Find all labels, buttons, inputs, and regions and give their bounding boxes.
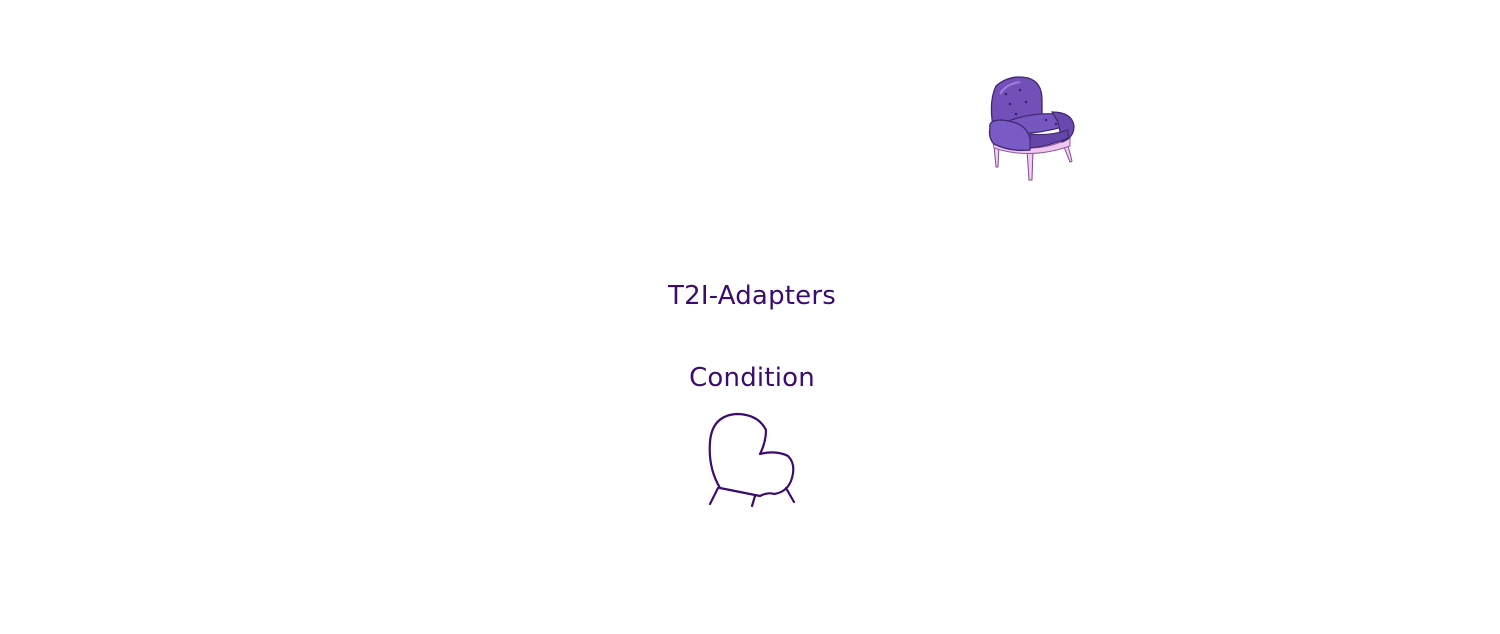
armchair-icon [988, 76, 1075, 181]
chair-sketch-icon [708, 412, 796, 508]
condition-label: Condition [689, 363, 815, 393]
method-label: T2I-Adapters [668, 281, 836, 311]
